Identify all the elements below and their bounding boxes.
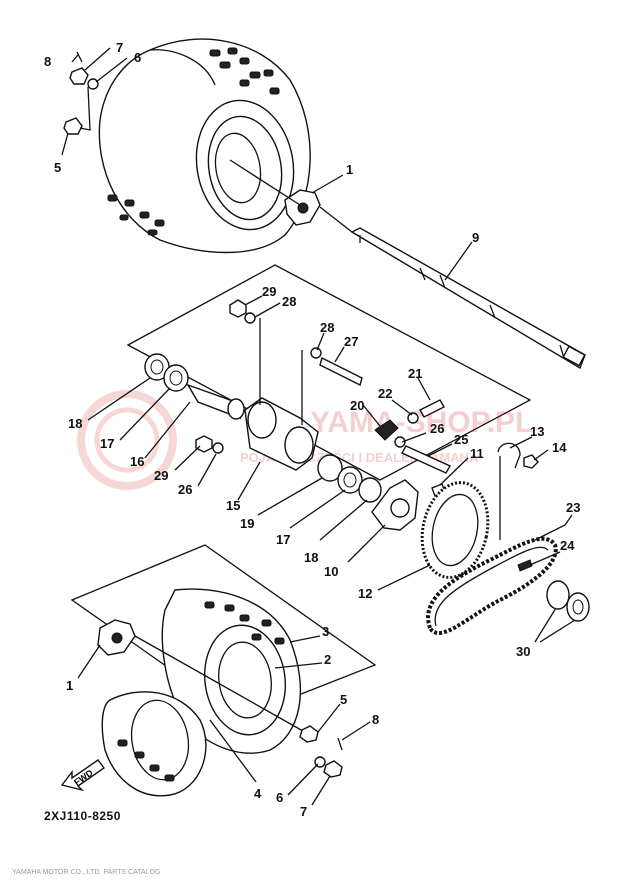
callout: 5 <box>340 692 347 707</box>
callout: 15 <box>226 498 240 513</box>
callout: 10 <box>324 564 338 579</box>
callout: 8 <box>44 54 51 69</box>
callout: 27 <box>344 334 358 349</box>
callout: 26 <box>178 482 192 497</box>
footer-text: YAMAHA MOTOR CO., LTD. PARTS CATALOG <box>12 869 160 876</box>
callout: 17 <box>100 436 114 451</box>
callout: 6 <box>276 790 283 805</box>
rear-axle <box>350 227 586 370</box>
washer-28-top <box>244 312 256 324</box>
callout: 25 <box>454 432 468 447</box>
callout: 16 <box>130 454 144 469</box>
callout: 26 <box>430 421 444 436</box>
callout: 20 <box>350 398 364 413</box>
callout: 28 <box>320 320 334 335</box>
callout: 2 <box>324 652 331 667</box>
callout: 18 <box>68 416 82 431</box>
front-wheel-tire <box>98 38 311 254</box>
callout: 23 <box>566 500 580 515</box>
axle-housing <box>244 318 319 471</box>
callout: 11 <box>470 446 484 461</box>
diagram-code: 2XJ110-8250 <box>44 809 121 823</box>
callout: 13 <box>530 424 544 439</box>
hub-top <box>284 189 321 226</box>
top-left-fasteners <box>63 51 99 135</box>
callout: 7 <box>300 804 307 819</box>
sprocket <box>420 481 490 579</box>
rear-wheel-tire <box>101 588 302 797</box>
callout: 4 <box>254 786 262 801</box>
callout: 22 <box>378 386 392 401</box>
callout: 29 <box>154 468 168 483</box>
callout: 29 <box>262 284 276 299</box>
callout: 18 <box>304 550 318 565</box>
callout: 1 <box>346 162 353 177</box>
drive-chain <box>426 536 558 636</box>
callout-labels: 8 7 6 5 1 9 29 28 28 27 21 22 20 26 25 1… <box>44 40 580 819</box>
callout: 12 <box>358 586 372 601</box>
nut-29-top <box>229 299 247 318</box>
callout: 21 <box>408 366 422 381</box>
fwd-arrow: FWD <box>60 759 105 792</box>
left-bearings <box>144 353 245 420</box>
callout: 6 <box>134 50 141 65</box>
callout: 14 <box>552 440 567 455</box>
callout: 19 <box>240 516 254 531</box>
callout: 30 <box>516 644 530 659</box>
callout: 1 <box>66 678 73 693</box>
callout: 9 <box>472 230 479 245</box>
callout: 24 <box>560 538 575 553</box>
callout: 8 <box>372 712 379 727</box>
callout: 17 <box>276 532 290 547</box>
callout: 7 <box>116 40 123 55</box>
callout: 5 <box>54 160 61 175</box>
callout: 3 <box>322 624 329 639</box>
leader-lines <box>61 47 576 806</box>
callout: 28 <box>282 294 296 309</box>
